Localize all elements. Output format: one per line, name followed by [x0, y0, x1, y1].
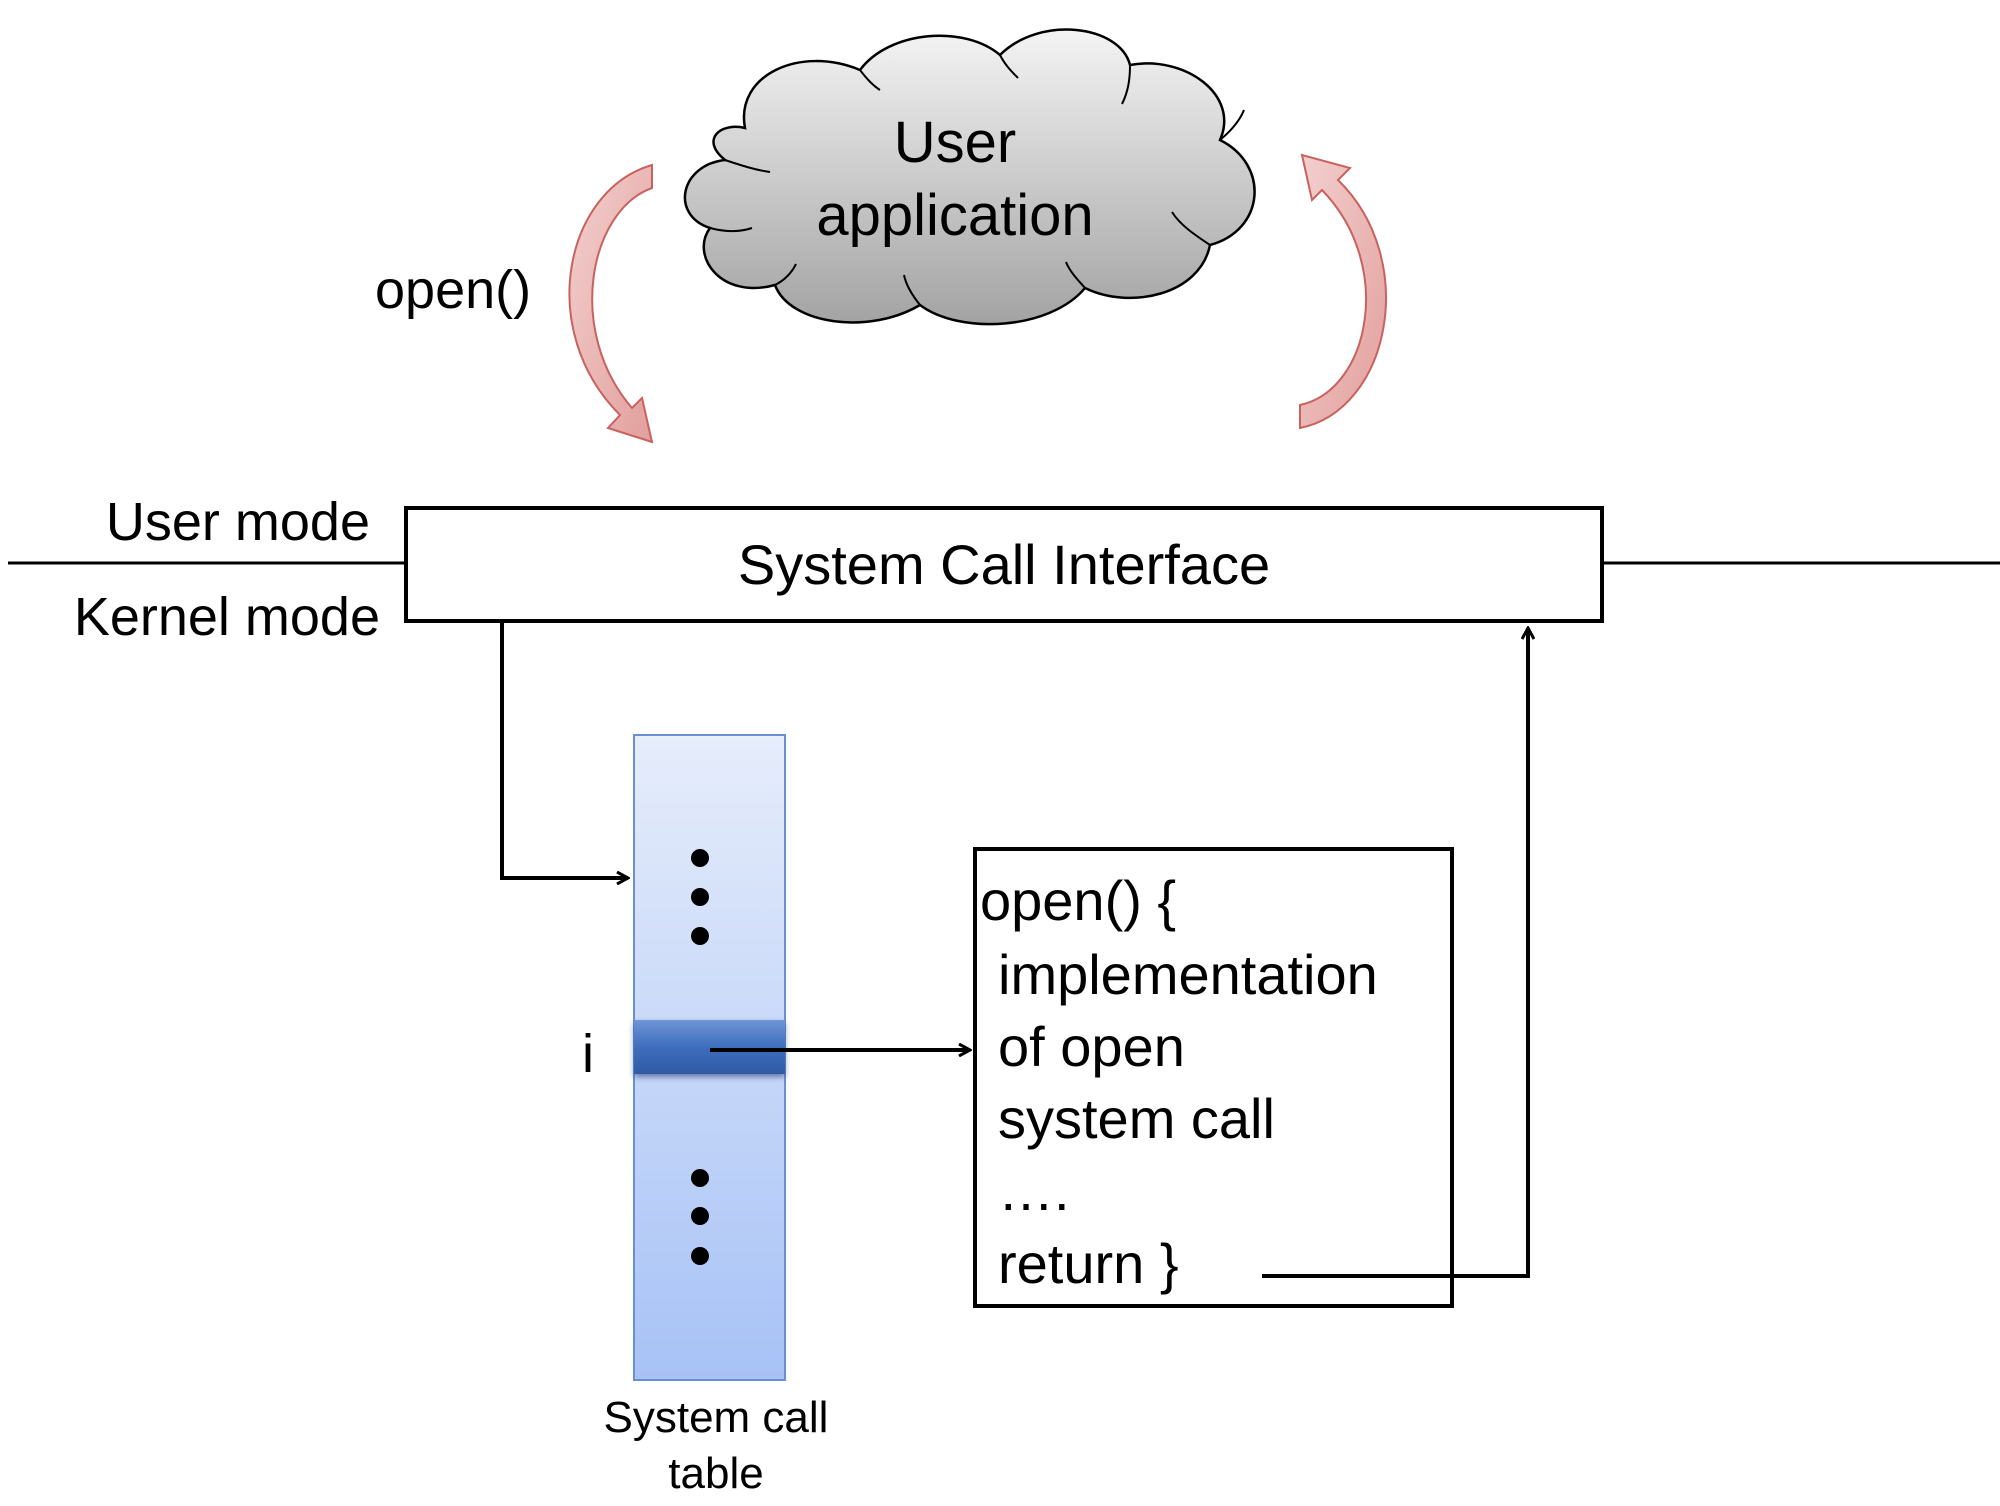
open-implementation-box: open() { implementation of open system c… — [973, 847, 1454, 1308]
ellipsis-dot — [691, 849, 709, 867]
code-line: return } — [998, 1232, 1179, 1295]
user-application-cloud: User application — [683, 28, 1256, 326]
cloud-label-line2: application — [816, 183, 1093, 248]
system-call-interface-box: System Call Interface — [404, 506, 1604, 623]
code-line: system call — [998, 1087, 1275, 1150]
ellipsis-dot — [691, 927, 709, 945]
table-row-i — [634, 1020, 785, 1074]
cloud-detail — [859, 69, 881, 91]
code-line: of open — [998, 1015, 1185, 1078]
cloud-shape — [683, 28, 1256, 326]
cloud-detail — [1219, 109, 1245, 141]
code-line: …. — [998, 1159, 1070, 1222]
cloud-detail — [709, 227, 753, 232]
system-call-table — [633, 734, 786, 1381]
open-call-label: open() — [375, 260, 531, 320]
interface-to-table-arrow — [500, 621, 628, 878]
ellipsis-dot — [691, 1169, 709, 1187]
cloud-label-line1: User — [894, 110, 1016, 175]
cloud-detail — [774, 263, 797, 286]
system-call-interface-label: System Call Interface — [738, 533, 1270, 596]
ellipsis-dot — [691, 1247, 709, 1265]
cloud-detail — [724, 159, 771, 173]
ellipsis-dot — [691, 888, 709, 906]
kernel-mode-label: Kernel mode — [74, 587, 380, 647]
code-line: implementation — [998, 943, 1378, 1006]
return-curved-arrow — [1299, 153, 1387, 430]
ellipsis-dot — [691, 1207, 709, 1225]
return-to-interface-arrow — [1262, 628, 1528, 1278]
cloud-detail — [1171, 211, 1211, 246]
code-line: open() { — [980, 869, 1176, 932]
cloud-detail — [1065, 261, 1086, 289]
cloud-detail — [1121, 64, 1131, 105]
table-index-label: i — [582, 1024, 594, 1084]
table-caption-line1: System call — [604, 1393, 829, 1442]
cloud-detail — [999, 54, 1019, 79]
call-curved-arrow — [568, 163, 654, 444]
table-caption-line2: table — [668, 1449, 763, 1498]
user-mode-label: User mode — [106, 492, 370, 552]
cloud-detail — [903, 274, 921, 306]
